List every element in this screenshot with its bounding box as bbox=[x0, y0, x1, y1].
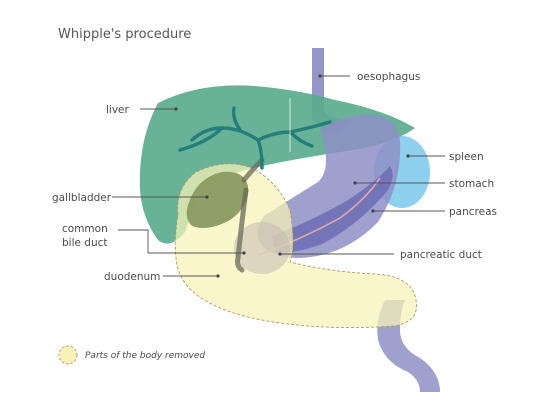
legend-text: Parts of the body removed bbox=[85, 351, 205, 361]
label-common-bile-duct-line2: bile duct bbox=[62, 237, 108, 249]
diagram-title: Whipple's procedure bbox=[58, 27, 191, 42]
gallbladder-shape bbox=[186, 171, 249, 228]
label-stomach: stomach bbox=[449, 178, 494, 190]
label-pancreas: pancreas bbox=[449, 206, 497, 218]
pancreas-head-shape bbox=[234, 222, 290, 274]
pancreas-shape bbox=[272, 166, 393, 253]
label-leaders bbox=[112, 74, 445, 278]
legend: Parts of the body removed bbox=[58, 345, 205, 365]
label-liver: liver bbox=[106, 104, 130, 116]
label-spleen: spleen bbox=[449, 151, 484, 163]
label-oesophagus: oesophagus bbox=[357, 71, 420, 83]
legend-swatch bbox=[58, 345, 78, 365]
bile-duct-tree bbox=[178, 106, 332, 170]
label-common-bile-duct-line1: common bbox=[62, 223, 108, 235]
label-gallbladder: gallbladder bbox=[52, 192, 112, 204]
stomach-shape bbox=[257, 114, 401, 258]
label-pancreatic-duct: pancreatic duct bbox=[400, 249, 482, 261]
label-duodenum: duodenum bbox=[104, 271, 160, 283]
